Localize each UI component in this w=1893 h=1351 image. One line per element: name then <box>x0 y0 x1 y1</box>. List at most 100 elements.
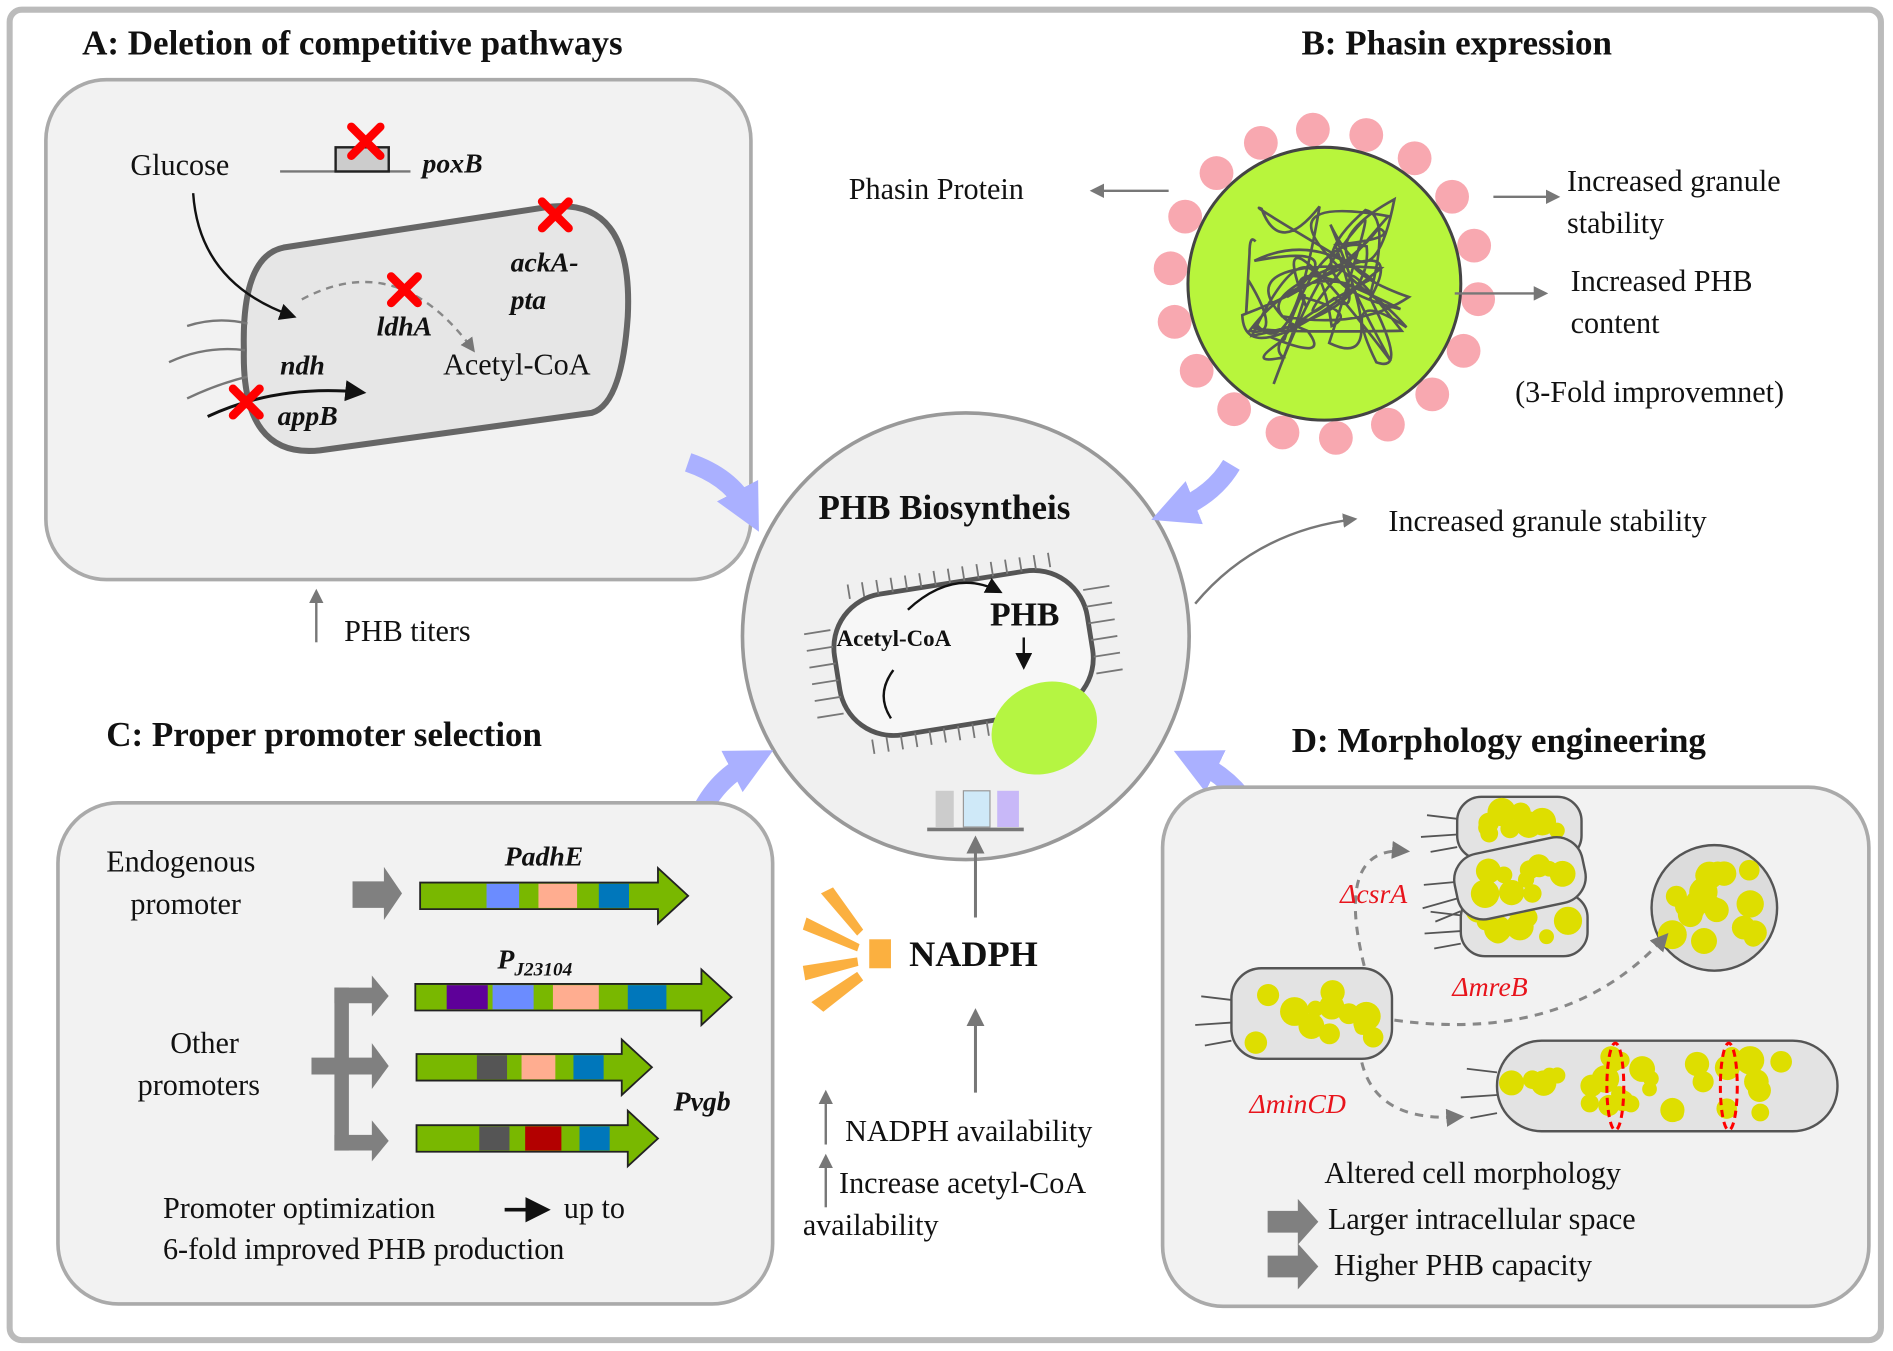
phb-inclusion <box>1478 818 1497 837</box>
phb-granule-center <box>991 681 1098 775</box>
other-line1: Other <box>170 1026 239 1060</box>
phb-inclusion <box>1689 877 1718 907</box>
side-effect-label: Increased granule stability <box>1388 504 1706 538</box>
promoter-arrows <box>311 866 403 1162</box>
gene-constructs <box>414 865 733 1169</box>
bacterial-cell <box>1422 836 1587 923</box>
summary-line1: Promoter optimization <box>163 1191 435 1225</box>
flow-arrow-a <box>684 453 759 532</box>
glucose-label: Glucose <box>130 148 229 182</box>
acetyl-availability-line1: Increase acetyl-CoA <box>839 1166 1086 1200</box>
nadph-label: NADPH <box>909 934 1038 974</box>
phb-inclusion <box>1735 1046 1765 1075</box>
center-biosynthesis: PHB Biosyntheis Acetyl-CoA PHB Increased… <box>681 411 1707 1242</box>
phb-inclusion <box>1751 1103 1770 1122</box>
phb-inclusion <box>1549 822 1565 839</box>
panel-a: A: Deletion of competitive pathways Gluc… <box>44 23 753 648</box>
phb-inclusion <box>1354 1019 1370 1035</box>
phb-inclusion <box>1470 879 1500 908</box>
panel-b: B: Phasin expression Phasin Protein Incr… <box>849 23 1784 455</box>
bacterial-cell <box>1460 1039 1839 1133</box>
phb-inclusion <box>1475 858 1501 884</box>
right-arrow-icon <box>1267 1198 1319 1245</box>
ndh-label: ndh <box>280 350 325 381</box>
phasin-dot <box>1397 141 1432 176</box>
improvement-label: (3-Fold improvemnet) <box>1515 375 1784 409</box>
gene-part <box>627 985 667 1010</box>
glucose-uptake-arrow <box>191 193 297 320</box>
right-arrow-icon <box>1267 1243 1319 1290</box>
phb-inclusion <box>1522 1070 1542 1089</box>
phb-inclusion <box>1244 1031 1268 1054</box>
phasin-dot <box>1295 112 1330 147</box>
gene-part <box>479 1126 510 1151</box>
summary-line1b: up to <box>564 1191 625 1225</box>
phasin-dot <box>1457 228 1492 263</box>
nadph-burst-icon <box>802 887 891 1012</box>
gene-part <box>492 985 534 1010</box>
phb-inclusion <box>1498 879 1525 906</box>
flow-arrow-b <box>1151 459 1240 525</box>
phasin-dot <box>1153 251 1188 286</box>
phasin-dot <box>1415 377 1450 412</box>
panel-c: C: Proper promoter selection Endogenous … <box>56 715 775 1306</box>
mincd-label: ΔminCD <box>1249 1089 1346 1120</box>
effect-content-line2: content <box>1571 306 1660 340</box>
phb-inclusion <box>1553 906 1583 935</box>
phb-inclusion <box>1517 871 1535 888</box>
endogenous-line1: Endogenous <box>106 845 255 879</box>
gene-part <box>579 1126 610 1151</box>
panel-a-title: A: Deletion of competitive pathways <box>82 23 622 62</box>
phb-inclusion <box>1622 1095 1640 1113</box>
phasin-dot <box>1349 118 1384 152</box>
panel-d-title: D: Morphology engineering <box>1292 721 1707 760</box>
deletion-x-icon <box>537 197 573 233</box>
gene-part <box>573 1055 604 1080</box>
phb-inclusion <box>1657 920 1687 950</box>
endogenous-line2: promoter <box>130 887 241 921</box>
phb-inclusion <box>1319 1023 1340 1045</box>
mreb-label: ΔmreB <box>1451 972 1527 1003</box>
phasin-dot <box>1157 304 1192 339</box>
gene-part <box>476 1055 508 1080</box>
phb-inclusion <box>1495 866 1513 884</box>
phb-inclusion <box>1770 1050 1792 1073</box>
phb-inclusion <box>1600 1046 1623 1068</box>
phb-inclusion <box>1580 1094 1599 1113</box>
result-space-label: Larger intracellular space <box>1328 1202 1636 1236</box>
bacterial-cell <box>1195 967 1394 1061</box>
phb-inclusion <box>1362 1027 1384 1048</box>
phasin-dot <box>1168 199 1203 234</box>
bacterial-cell <box>1424 892 1589 958</box>
panel-c-box <box>56 801 775 1306</box>
phb-inclusion <box>1731 915 1756 940</box>
effect-stability-line2: stability <box>1567 206 1664 240</box>
other-line2: promoters <box>138 1068 260 1102</box>
phb-granule <box>1186 145 1463 422</box>
poxb-label: poxB <box>421 149 483 180</box>
gene-part <box>446 985 488 1010</box>
deletion-x-icon <box>386 272 422 308</box>
phasin-label: Phasin Protein <box>849 172 1024 206</box>
phb-inclusion <box>1642 1070 1659 1087</box>
panel-b-title: B: Phasin expression <box>1301 23 1612 62</box>
phb-inclusion <box>1747 1078 1771 1102</box>
phb-titers-label: PHB titers <box>344 614 471 648</box>
appb-label: appB <box>278 401 338 432</box>
phb-inclusion <box>1320 980 1345 1005</box>
phasin-dot <box>1370 407 1405 442</box>
phb-inclusion <box>1711 861 1737 886</box>
morphology-cells <box>1195 795 1839 1133</box>
phb-inclusion <box>1523 884 1542 903</box>
polymer-chain <box>1240 196 1412 385</box>
phb-inclusion <box>1280 997 1309 1026</box>
deletion-x-icon <box>347 122 385 160</box>
phb-inclusion <box>1257 984 1280 1007</box>
panel-c-title: C: Proper promoter selection <box>106 715 542 754</box>
phb-inclusion <box>1736 890 1764 918</box>
effect-stability-line1: Increased granule <box>1567 164 1781 198</box>
gene-part <box>525 1126 562 1151</box>
pvgb-label: Pvgb <box>673 1087 731 1118</box>
phb-inclusion <box>1690 928 1717 955</box>
